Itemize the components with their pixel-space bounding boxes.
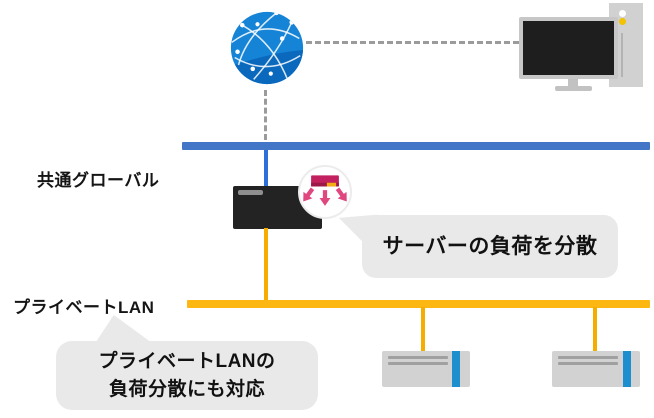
server1-drop-line xyxy=(421,307,425,352)
device-vent xyxy=(238,190,263,195)
power-led-icon xyxy=(619,10,626,17)
dashed-link-globe-to-global-bar xyxy=(264,90,267,140)
status-led-icon xyxy=(619,18,626,25)
callout-private-lan-line2: 負荷分散にも対応 xyxy=(108,378,265,400)
server-vent-line xyxy=(388,356,448,359)
server2-drop-line xyxy=(593,307,597,352)
callout-private-lan-load: プライベートLANの 負荷分散にも対応 xyxy=(56,341,318,410)
server-icon xyxy=(552,351,640,387)
internet-globe-icon xyxy=(230,11,304,85)
load-balancing-badge-icon xyxy=(298,165,352,219)
global-network-label: 共通グローバル xyxy=(37,171,160,190)
monitor-stand xyxy=(568,79,578,87)
global-uplink-line xyxy=(264,150,268,187)
server-blue-stripe xyxy=(452,351,460,387)
callout-server-load-text: サーバーの負荷を分散 xyxy=(382,235,598,258)
callout-private-lan-line1: プライベートLANの xyxy=(98,350,276,372)
server-icon xyxy=(382,351,470,387)
tower-slot xyxy=(621,33,623,77)
monitor-screen xyxy=(523,21,614,75)
lan-uplink-line xyxy=(264,228,268,301)
monitor-bezel xyxy=(519,17,618,79)
server-vent-line xyxy=(558,362,618,365)
callout-tail xyxy=(94,315,154,344)
private-lan-label: プライベートLAN xyxy=(13,298,155,317)
private-lan-bar xyxy=(187,300,650,308)
server-blue-stripe xyxy=(623,351,631,387)
global-network-bar xyxy=(182,142,650,150)
server-vent-line xyxy=(558,356,618,359)
client-computer-icon xyxy=(519,3,654,95)
dashed-link-globe-to-pc xyxy=(306,41,519,44)
monitor-stand-base xyxy=(555,86,592,91)
server-vent-line xyxy=(388,362,448,365)
callout-server-load: サーバーの負荷を分散 xyxy=(362,215,618,278)
